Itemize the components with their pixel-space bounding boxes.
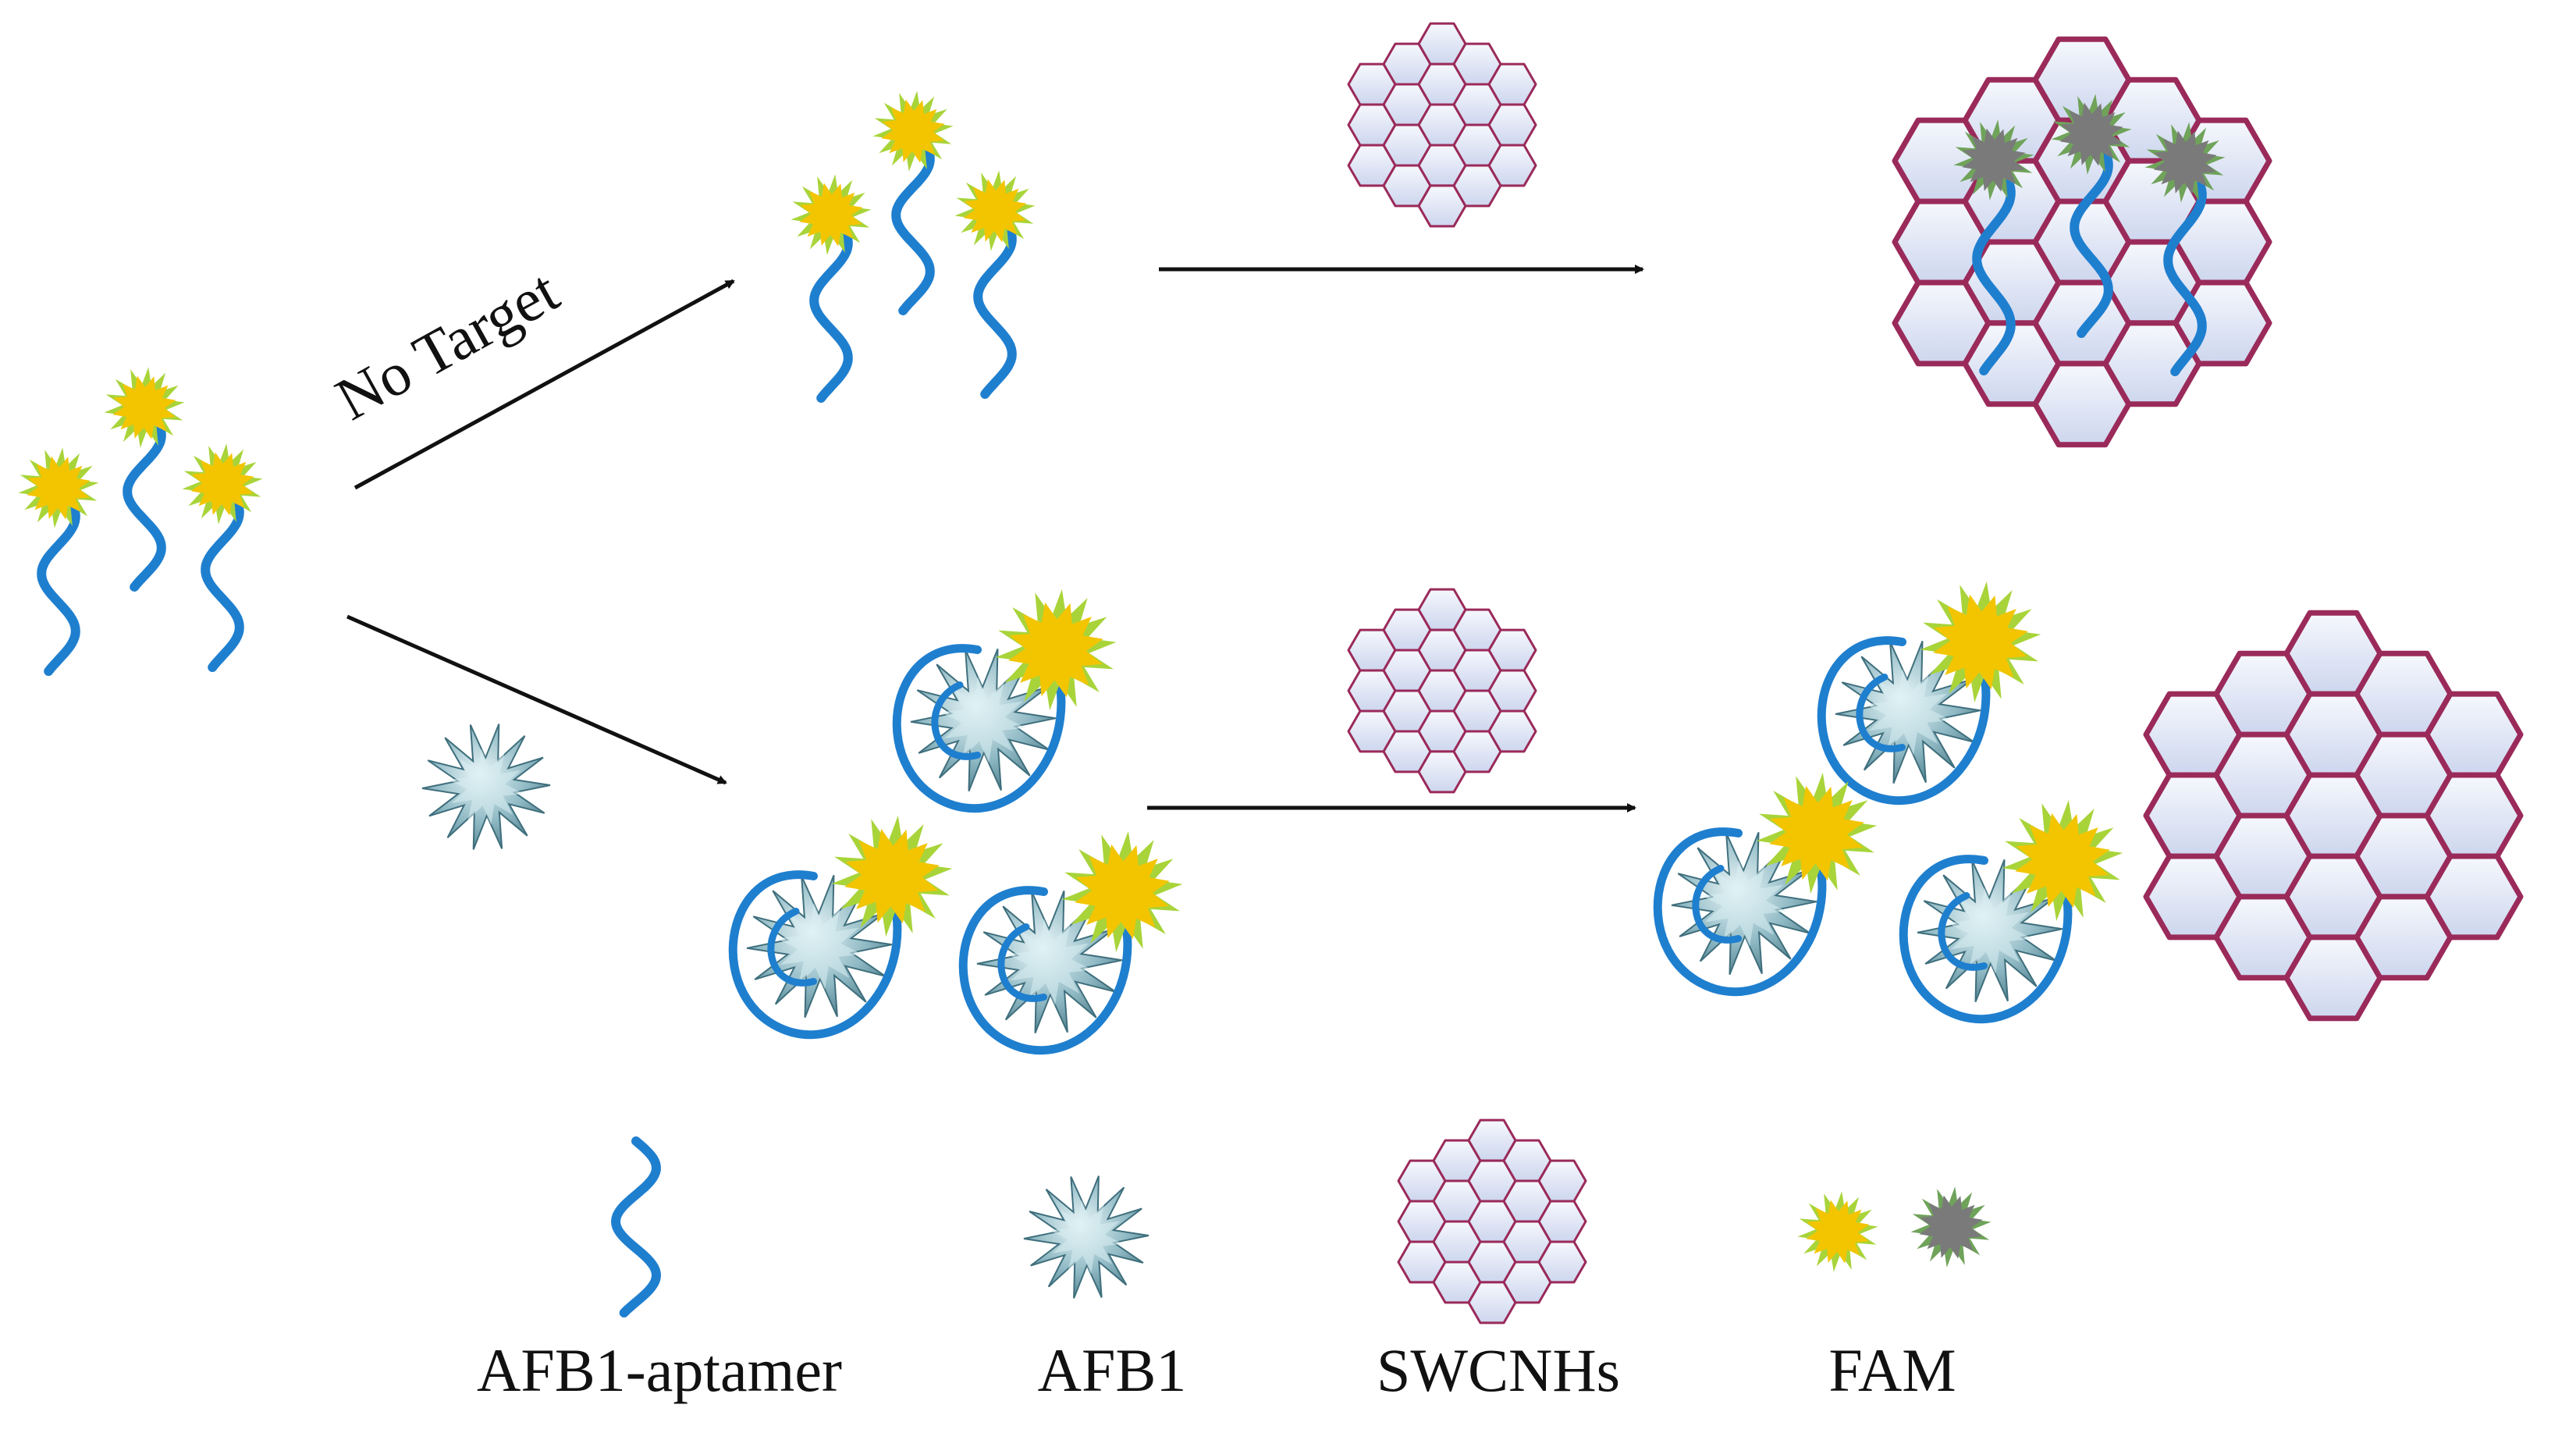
folded-aptamer <box>892 644 1066 813</box>
aptamer-strand <box>891 126 935 315</box>
aptamer-fam-probe <box>791 174 872 403</box>
aptamer-fam-probe <box>2051 94 2132 338</box>
aptamer-fam-probe <box>18 447 99 676</box>
swcnh-small-icon <box>1347 22 1537 228</box>
folded-aptamer-inner <box>931 681 981 760</box>
complexes-fluorescent-final <box>1653 581 2123 1024</box>
fam-quenched-icon <box>1953 119 2034 201</box>
hexagon-cell <box>1537 1159 1587 1203</box>
no-target-label: No Target <box>325 256 570 433</box>
legend-label-swcnh: SWCNHs <box>1377 1336 1620 1404</box>
legend: AFB1-aptamer AFB1 SWCNHs FAM <box>477 1118 1992 1404</box>
fam-quenched-icon <box>2051 94 2132 175</box>
aptamer-strand <box>1972 155 2016 375</box>
hexagon-cell <box>2173 198 2272 286</box>
swcnh-icon <box>1397 1118 1587 1325</box>
fam-dye-icon <box>1920 581 2041 703</box>
aptamer-fam-probe <box>182 443 263 672</box>
swcnh-large-icon <box>2143 610 2524 1022</box>
fam-dye-icon <box>872 91 954 172</box>
fam-dye-icon <box>831 815 953 937</box>
folded-aptamer <box>958 886 1132 1055</box>
aptamer-afb1-complex <box>728 815 953 1040</box>
aptamer-strand <box>2163 158 2207 376</box>
free-aptamers-no-target <box>791 91 1036 403</box>
aptamer-strand <box>37 483 80 676</box>
free-aptamer-fam-group <box>18 367 263 676</box>
hexagon-cell <box>1487 62 1537 106</box>
swcnh-small-icon <box>1347 588 1537 794</box>
aptamer-strand <box>809 210 853 403</box>
fam-dye-icon <box>18 447 99 528</box>
fam-dye-icon <box>791 174 872 255</box>
hexagon-cell <box>1487 628 1537 672</box>
legend-label-aptamer: AFB1-aptamer <box>477 1336 842 1404</box>
hexagon-cell <box>1537 1200 1587 1243</box>
hexagon-cell <box>1537 1240 1587 1284</box>
aptamer-strand <box>973 206 1017 399</box>
fam-quenched-icon <box>1910 1186 1992 1268</box>
aptamer-fam-probe <box>954 170 1036 399</box>
fam-dye-icon <box>1756 772 1878 894</box>
aptamer-fam-probe <box>1953 119 2034 375</box>
fam-dye-icon <box>104 367 185 448</box>
folded-aptamer-inner <box>1692 865 1742 944</box>
legend-afb1-icon <box>1023 1175 1149 1299</box>
folded-aptamer <box>1817 636 1991 805</box>
aptamer-strand <box>123 403 166 592</box>
folded-aptamer-inner <box>1938 892 1988 971</box>
swcnh-with-adsorbed-aptamers <box>1892 36 2272 448</box>
legend-label-afb1: AFB1 <box>1038 1336 1187 1404</box>
hexagon-cell <box>1487 103 1537 147</box>
aptamer-icon <box>610 1136 662 1317</box>
folded-aptamer <box>728 870 902 1040</box>
aptamer-fam-probe <box>2144 122 2226 376</box>
afb1-icon <box>1023 1175 1149 1299</box>
hexagon-cell <box>1487 144 1537 187</box>
aptamer-fam-probe <box>104 367 185 592</box>
aptamer-afb1-complex <box>958 830 1183 1055</box>
hexagon-cell <box>2424 772 2524 859</box>
afb1-molecule-added <box>421 724 551 850</box>
adsorbed-quenched-probes <box>1953 94 2226 376</box>
fam-dye-icon <box>954 170 1036 251</box>
no-target-arrow <box>354 279 735 490</box>
fam-dye-icon <box>1797 1191 1878 1272</box>
afb1-icon <box>421 724 551 850</box>
aptamer-afb1-complex <box>892 588 1117 813</box>
legend-swcnh-icon <box>1397 1118 1587 1325</box>
folded-aptamer <box>1899 855 2073 1024</box>
folded-aptamer-inner <box>1856 674 1906 752</box>
legend-fam-icon <box>1797 1186 1992 1272</box>
with-target-arrow <box>346 614 727 785</box>
swcnh-without-aptamers <box>2143 610 2524 1022</box>
hexagon-cell <box>2424 853 2524 941</box>
fam-dye-icon <box>2002 799 2123 922</box>
folded-aptamer <box>1653 827 1827 997</box>
aptamer-afb1-complexes <box>728 588 1183 1055</box>
aptamer-afb1-complex <box>1817 581 2041 805</box>
hexagon-cell <box>1487 669 1537 713</box>
legend-label-fam: FAM <box>1828 1336 1956 1404</box>
aptamer-strand <box>201 479 244 672</box>
fam-dye-icon <box>182 443 263 524</box>
folded-aptamer-inner <box>767 908 817 987</box>
aptamer-fam-probe <box>872 91 954 315</box>
fam-quenched-icon <box>2144 122 2226 203</box>
aptamer-afb1-complex <box>1653 772 1878 997</box>
aptamer-strand <box>2070 130 2113 338</box>
aptamer-afb1-complex <box>1899 799 2123 1024</box>
swcnh-reagent-top <box>1347 22 1537 228</box>
hexagon-cell <box>1487 709 1537 753</box>
folded-aptamer-inner <box>997 923 1047 1002</box>
legend-aptamer-icon <box>610 1136 662 1317</box>
fam-dye-icon <box>1061 830 1183 953</box>
swcnh-reagent-bottom <box>1347 588 1537 794</box>
fam-dye-icon <box>995 588 1117 711</box>
hexagon-cell <box>2424 691 2524 778</box>
